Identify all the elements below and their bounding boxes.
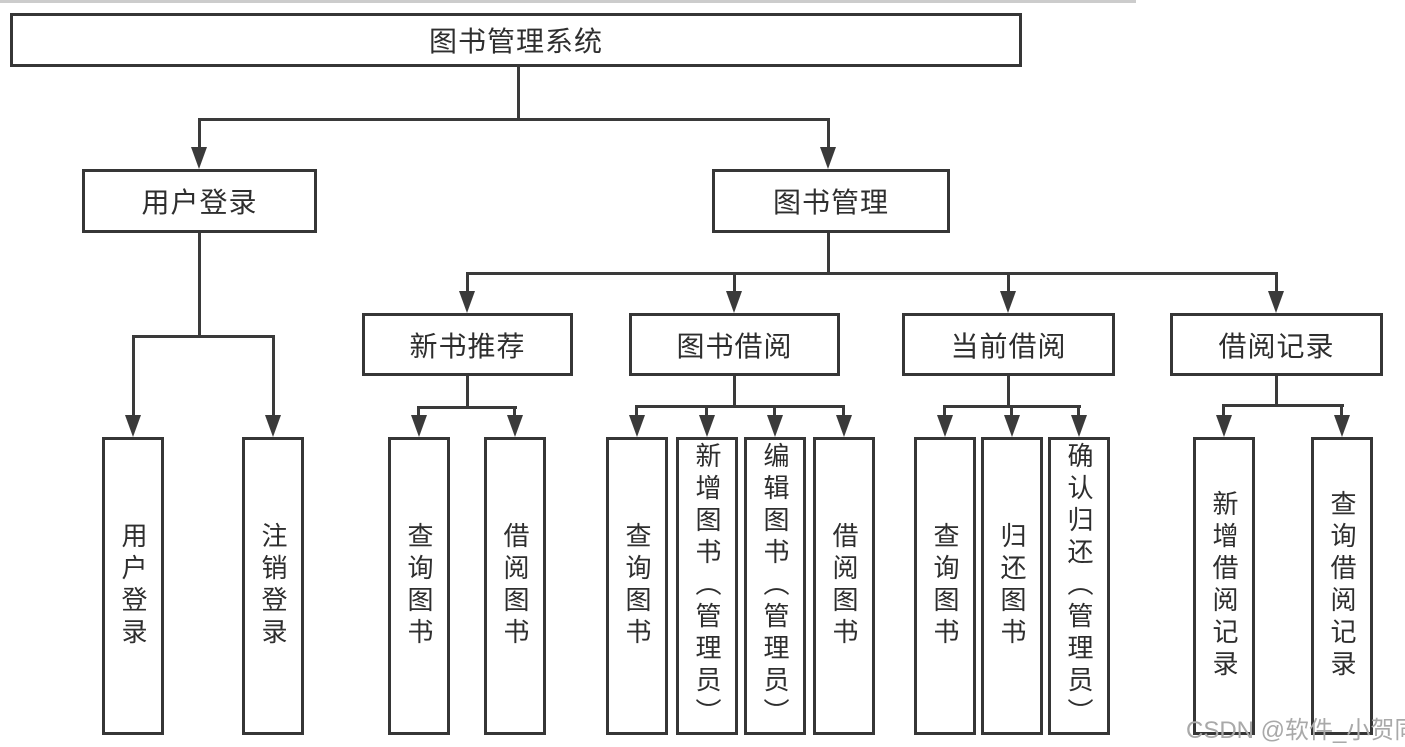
watermark-text: CSDN @软件_小贺同学 xyxy=(1186,717,1405,744)
connector-line xyxy=(1275,272,1278,293)
leaf-add-borrow-record: 新增借阅记录 xyxy=(1193,437,1255,735)
node-book-management: 图书管理 xyxy=(712,169,950,233)
leaf-logout: 注销登录 xyxy=(242,437,304,735)
arrowhead-icon xyxy=(265,415,281,437)
connector-line xyxy=(1007,272,1010,293)
connector-line xyxy=(417,406,420,417)
arrowhead-icon xyxy=(836,415,852,437)
arrowhead-icon xyxy=(820,147,836,169)
connector-line xyxy=(733,272,736,293)
leaf-user-login: 用户登录 xyxy=(102,437,164,735)
leaf-borrow-book-1: 借阅图书 xyxy=(484,437,546,735)
connector-line xyxy=(466,272,1278,275)
node-book-borrow: 图书借阅 xyxy=(629,313,840,376)
connector-line xyxy=(466,376,469,409)
connector-line xyxy=(773,405,776,417)
leaf-query-book-3: 查询图书 xyxy=(914,437,976,735)
connector-line xyxy=(733,376,736,408)
connector-line xyxy=(198,233,201,335)
node-current-borrow: 当前借阅 xyxy=(902,313,1115,376)
leaf-borrow-book-2: 借阅图书 xyxy=(813,437,875,735)
arrowhead-icon xyxy=(629,415,645,437)
connector-line xyxy=(1222,404,1225,417)
connector-line xyxy=(1007,376,1010,408)
leaf-return-book: 归还图书 xyxy=(981,437,1043,735)
leaf-query-borrow-record: 查询借阅记录 xyxy=(1311,437,1373,735)
arrowhead-icon xyxy=(1000,291,1016,313)
connector-line xyxy=(513,406,516,417)
leaf-confirm-return-admin: 确认归还（管理员） xyxy=(1048,437,1110,735)
connector-line xyxy=(198,118,201,148)
connector-line xyxy=(943,405,946,417)
arrowhead-icon xyxy=(767,415,783,437)
node-borrow-records: 借阅记录 xyxy=(1170,313,1383,376)
node-user-login: 用户登录 xyxy=(82,169,317,233)
arrowhead-icon xyxy=(699,415,715,437)
top-gray-strip xyxy=(0,0,1136,3)
connector-line xyxy=(827,118,830,148)
leaf-query-book-1: 查询图书 xyxy=(388,437,450,735)
arrowhead-icon xyxy=(1268,291,1284,313)
arrowhead-icon xyxy=(1334,415,1350,437)
connector-line xyxy=(842,405,845,417)
node-new-book-recommend: 新书推荐 xyxy=(362,313,573,376)
connector-line xyxy=(705,405,708,417)
node-library-management-system: 图书管理系统 xyxy=(10,13,1022,67)
connector-line xyxy=(1077,405,1080,417)
arrowhead-icon xyxy=(1004,415,1020,437)
connector-line xyxy=(132,335,275,338)
arrowhead-icon xyxy=(459,291,475,313)
arrowhead-icon xyxy=(1216,415,1232,437)
leaf-query-book-2: 查询图书 xyxy=(606,437,668,735)
arrowhead-icon xyxy=(507,415,523,437)
arrowhead-icon xyxy=(937,415,953,437)
connector-line xyxy=(635,405,638,417)
leaf-edit-book-admin: 编辑图书（管理员） xyxy=(744,437,806,735)
arrowhead-icon xyxy=(726,291,742,313)
connector-line xyxy=(272,335,275,417)
connector-line xyxy=(466,272,469,293)
connector-line xyxy=(517,67,520,120)
connector-line xyxy=(1010,405,1013,417)
connector-line xyxy=(1340,404,1343,417)
connector-line xyxy=(132,335,135,417)
connector-line xyxy=(417,406,517,409)
leaf-add-book-admin: 新增图书（管理员） xyxy=(676,437,738,735)
connector-line xyxy=(827,233,830,275)
arrowhead-icon xyxy=(191,147,207,169)
arrowhead-icon xyxy=(411,415,427,437)
connector-line xyxy=(635,405,845,408)
arrowhead-icon xyxy=(1071,415,1087,437)
connector-line xyxy=(1275,376,1278,407)
connector-line xyxy=(198,118,830,121)
arrowhead-icon xyxy=(125,415,141,437)
connector-line xyxy=(1222,404,1344,407)
